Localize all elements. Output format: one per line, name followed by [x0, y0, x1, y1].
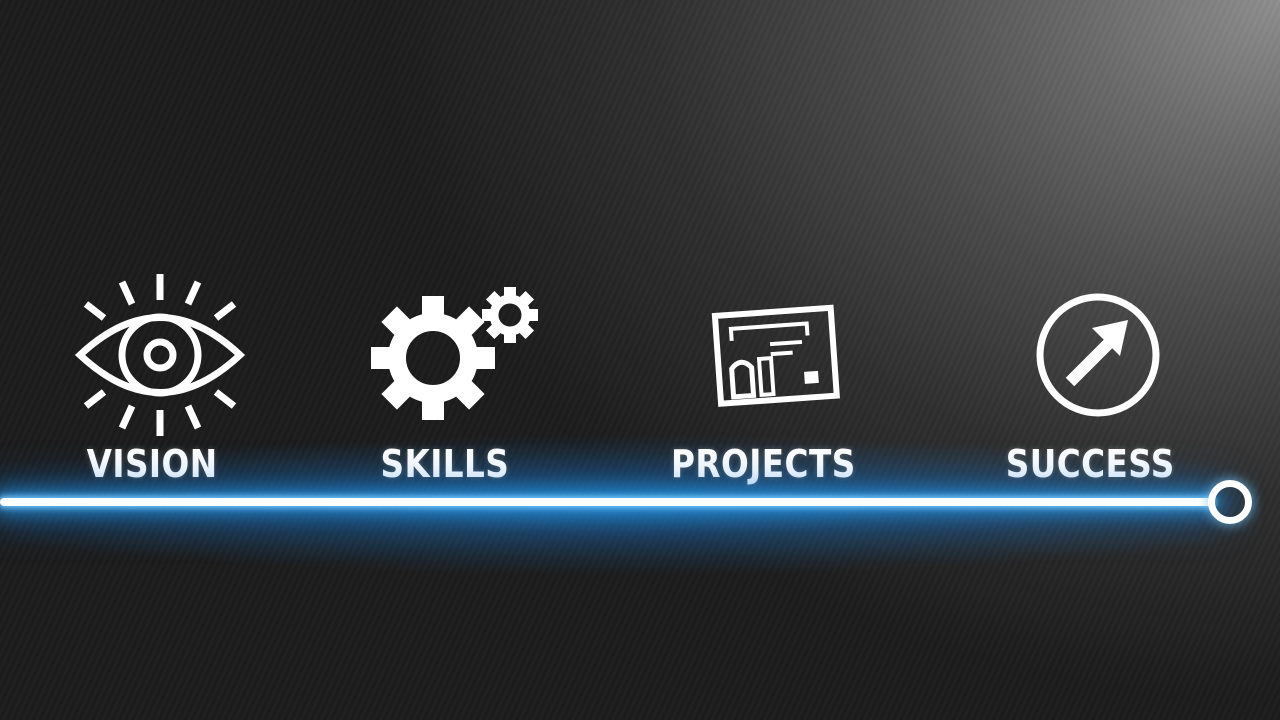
step-label: SKILLS [380, 442, 510, 486]
step-label: VISION [86, 442, 218, 486]
gears-icon [335, 270, 555, 440]
step-vision: VISION [42, 270, 262, 486]
eye-icon [42, 270, 262, 440]
blueprint-icon [653, 270, 873, 440]
step-label: SUCCESS [1005, 442, 1175, 486]
arrow-circle-icon [980, 270, 1200, 440]
step-label: PROJECTS [670, 442, 856, 486]
step-success: SUCCESS [980, 270, 1200, 486]
step-skills: SKILLS [335, 270, 555, 486]
timeline-line [0, 498, 1214, 506]
step-projects: PROJECTS [653, 270, 873, 486]
timeline-end-node [1208, 480, 1252, 524]
